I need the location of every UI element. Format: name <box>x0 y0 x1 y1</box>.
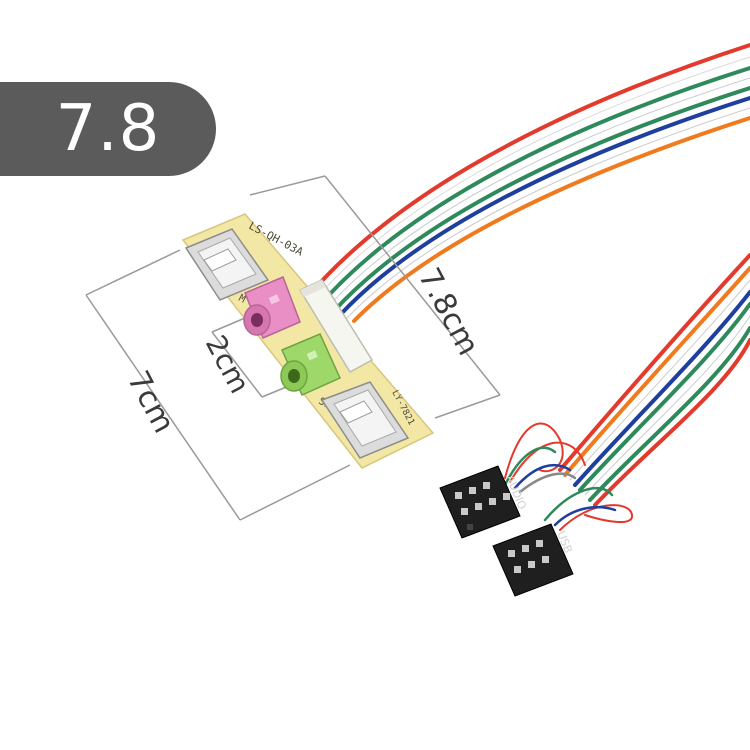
audio-header-connector: AUDIO <box>439 465 529 539</box>
mic-jack-pink <box>243 276 301 339</box>
dimension-width-label: 7cm <box>120 365 181 439</box>
usb-header-connector: USB <box>492 523 575 597</box>
loose-wires <box>503 422 633 531</box>
speaker-jack-green <box>280 333 341 396</box>
pcb-mic-silkscreen: M <box>237 293 247 306</box>
usb-port-top <box>184 228 270 301</box>
dimension-length-label: 7.8cm <box>411 262 486 361</box>
ribbon-cable-upper <box>303 43 750 323</box>
board-header-connector <box>298 279 374 374</box>
size-badge-label: 7.8 <box>55 92 161 166</box>
ribbon-cable-lower <box>558 253 750 507</box>
usb-port-bottom <box>320 381 410 459</box>
size-badge: 7.8 <box>0 82 216 176</box>
dimension-spacing-label: 2cm <box>199 330 257 399</box>
